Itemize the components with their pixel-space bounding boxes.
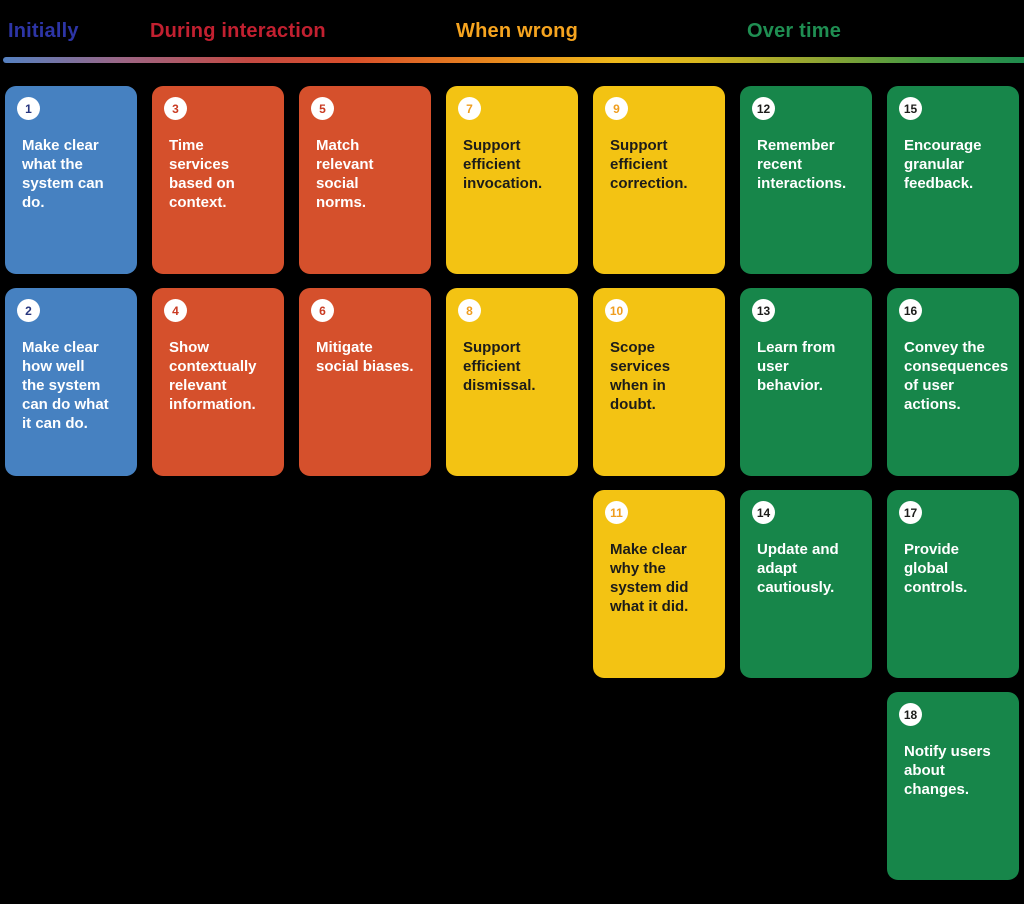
column-when-wrong-1: 7 Support efficient invocation. 8 Suppor… [446, 86, 578, 476]
card-number-badge: 8 [458, 299, 481, 322]
guideline-text: Update and adapt cautiously. [757, 541, 839, 597]
guideline-card-16: 16 Convey the consequences of user actio… [887, 288, 1019, 476]
card-number-badge: 18 [899, 703, 922, 726]
guideline-text: Support efficient dismissal. [463, 339, 536, 395]
card-number-badge: 2 [17, 299, 40, 322]
guideline-text: Provide global controls. [904, 541, 968, 597]
column-during-interaction-2: 5 Match relevant social norms. 6 Mitigat… [299, 86, 431, 476]
card-board: 1 Make clear what the system can do. 2 M… [5, 86, 1019, 880]
card-number-badge: 3 [164, 97, 187, 120]
timeline-gradient-bar [3, 57, 1024, 63]
guideline-card-14: 14 Update and adapt cautiously. [740, 490, 872, 678]
guideline-text: Learn from user behavior. [757, 339, 836, 395]
phase-label-when-wrong: When wrong [456, 20, 578, 42]
guideline-card-12: 12 Remember recent interactions. [740, 86, 872, 274]
guideline-text: Support efficient invocation. [463, 137, 543, 193]
column-over-time-2: 15 Encourage granular feedback. 16 Conve… [887, 86, 1019, 880]
card-number-badge: 12 [752, 97, 775, 120]
guideline-card-17: 17 Provide global controls. [887, 490, 1019, 678]
guideline-text: Mitigate social biases. [316, 339, 414, 376]
card-number-badge: 4 [164, 299, 187, 322]
guideline-card-6: 6 Mitigate social biases. [299, 288, 431, 476]
card-number-badge: 11 [605, 501, 628, 524]
card-number-badge: 6 [311, 299, 334, 322]
phase-label-initially: Initially [8, 20, 79, 42]
guideline-card-8: 8 Support efficient dismissal. [446, 288, 578, 476]
guideline-card-18: 18 Notify users about changes. [887, 692, 1019, 880]
guideline-card-13: 13 Learn from user behavior. [740, 288, 872, 476]
guideline-text: Remember recent interactions. [757, 137, 847, 193]
phase-label-during-interaction: During interaction [150, 20, 326, 42]
guideline-text: Make clear why the system did what it di… [610, 541, 689, 616]
guideline-card-4: 4 Show contextually relevant information… [152, 288, 284, 476]
column-over-time-1: 12 Remember recent interactions. 13 Lear… [740, 86, 872, 678]
guideline-text: Support efficient correction. [610, 137, 688, 193]
column-initially: 1 Make clear what the system can do. 2 M… [5, 86, 137, 476]
guideline-text: Make clear what the system can do. [22, 137, 104, 212]
guideline-card-11: 11 Make clear why the system did what it… [593, 490, 725, 678]
guideline-card-7: 7 Support efficient invocation. [446, 86, 578, 274]
card-number-badge: 14 [752, 501, 775, 524]
card-number-badge: 15 [899, 97, 922, 120]
guideline-card-3: 3 Time services based on context. [152, 86, 284, 274]
guideline-text: Convey the consequences of user actions. [904, 339, 1009, 414]
guideline-text: Show contextually relevant information. [169, 339, 257, 414]
card-number-badge: 10 [605, 299, 628, 322]
guideline-text: Match relevant social norms. [316, 137, 374, 212]
card-number-badge: 9 [605, 97, 628, 120]
guideline-text: Scope services when in doubt. [610, 339, 671, 414]
card-number-badge: 7 [458, 97, 481, 120]
column-when-wrong-2: 9 Support efficient correction. 10 Scope… [593, 86, 725, 678]
card-number-badge: 1 [17, 97, 40, 120]
guideline-card-5: 5 Match relevant social norms. [299, 86, 431, 274]
phase-label-over-time: Over time [747, 20, 842, 42]
card-number-badge: 13 [752, 299, 775, 322]
guideline-text: Time services based on context. [169, 137, 235, 212]
card-number-badge: 17 [899, 501, 922, 524]
card-number-badge: 16 [899, 299, 922, 322]
guideline-card-9: 9 Support efficient correction. [593, 86, 725, 274]
guideline-card-10: 10 Scope services when in doubt. [593, 288, 725, 476]
guideline-card-2: 2 Make clear how well the system can do … [5, 288, 137, 476]
column-during-interaction-1: 3 Time services based on context. 4 Show… [152, 86, 284, 476]
guideline-text: Notify users about changes. [904, 743, 991, 799]
card-number-badge: 5 [311, 97, 334, 120]
guideline-card-15: 15 Encourage granular feedback. [887, 86, 1019, 274]
guideline-text: Make clear how well the system can do wh… [22, 339, 109, 433]
guideline-text: Encourage granular feedback. [904, 137, 982, 193]
guideline-card-1: 1 Make clear what the system can do. [5, 86, 137, 274]
